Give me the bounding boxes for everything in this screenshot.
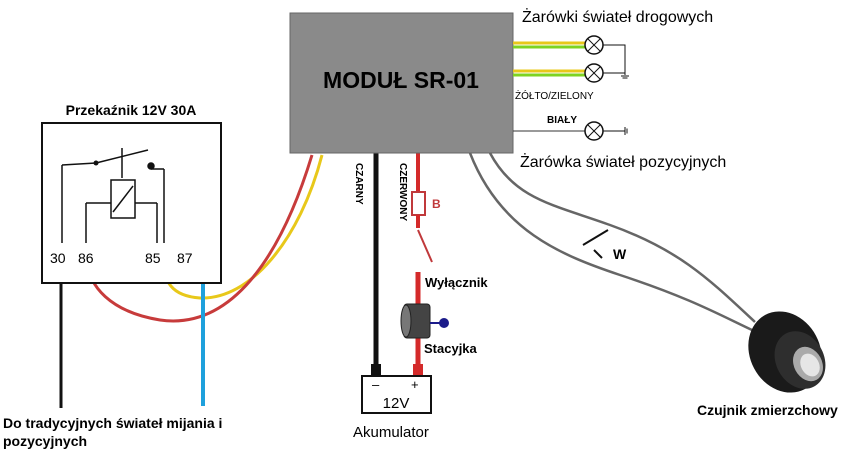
ignition-cylinder: [400, 303, 449, 339]
relay-box: [41, 122, 222, 284]
relay-pin-30: 30: [50, 250, 66, 266]
relay-contact-left: [93, 160, 99, 166]
switch-w-gap: [583, 230, 613, 248]
battery-voltage: 12V: [383, 395, 410, 412]
black-terminal: [371, 364, 381, 376]
red-wire-label: CZERWONY: [397, 163, 408, 221]
lamp-position: [584, 121, 604, 141]
black-wire-label: CZARNY: [353, 163, 364, 205]
switch-w-contact: [593, 249, 603, 259]
lamp-ground-high: [603, 44, 626, 75]
output-label-line1: Do tradycyjnych świateł mijania i: [3, 415, 222, 431]
fuse-b: [411, 191, 426, 216]
sensor-label: Czujnik zmierzchowy: [697, 402, 838, 418]
sensor-cable-lower: [468, 152, 753, 332]
battery-box: [361, 375, 432, 414]
sensor-cable-upper: [488, 152, 756, 323]
relay-title: Przekaźnik 12V 30A: [66, 102, 197, 118]
battery-plus: +: [411, 377, 419, 392]
relay-schematic: [61, 148, 165, 243]
module-title: MODUŁ SR-01: [323, 67, 479, 93]
white-label: BIAŁY: [547, 115, 577, 126]
switch-w-lever: [582, 229, 609, 246]
yellow-green-label: ŻÓŁTO/ZIELONY: [515, 89, 594, 102]
ignition-label: Stacyjka: [424, 341, 478, 356]
red-terminal: [413, 364, 423, 376]
position-lamp-label: Żarówka świateł pozycyjnych: [520, 152, 726, 171]
fuse-label: B: [432, 197, 441, 211]
battery-label: Akumulator: [353, 424, 429, 441]
high-beam-label: Żarówki świateł drogowych: [522, 7, 713, 26]
relay-pin-87: 87: [177, 250, 193, 266]
relay-pin-86: 86: [78, 250, 94, 266]
module-box: [289, 12, 514, 154]
dusk-sensor: [748, 311, 826, 393]
ignition-switch-lever: [417, 229, 433, 263]
ground-symbol-high: [621, 75, 629, 79]
output-label-line2: pozycyjnych: [3, 433, 87, 449]
relay-pin-85: 85: [145, 250, 161, 266]
lamp-high-1: [584, 35, 604, 55]
lamp-high-2: [584, 63, 604, 83]
ignition-switch-label: Wyłącznik: [425, 275, 488, 290]
red-wire-to-relay: [86, 154, 314, 323]
battery-minus: –: [372, 377, 380, 392]
ground-symbol-position: [624, 127, 628, 135]
switch-w-label: W: [613, 246, 627, 262]
